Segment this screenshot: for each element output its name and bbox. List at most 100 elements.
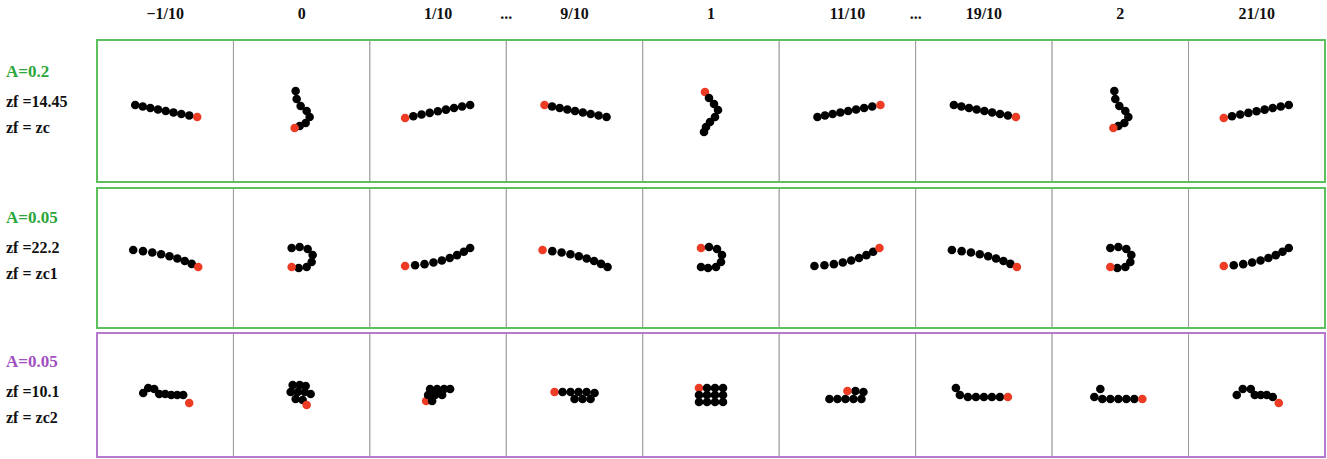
snapshot-panel	[779, 40, 915, 182]
amplitude-label: A=0.05	[6, 352, 58, 372]
bead	[1090, 393, 1099, 402]
end-bead	[1004, 393, 1013, 402]
bead	[967, 248, 976, 257]
bead	[1106, 395, 1115, 404]
bead	[131, 101, 140, 110]
bead	[844, 107, 853, 116]
bead	[972, 105, 981, 114]
bead	[177, 110, 186, 119]
bead	[602, 113, 611, 122]
bead	[1284, 101, 1293, 110]
end-bead	[1012, 113, 1021, 122]
bead	[1268, 104, 1277, 113]
bead	[847, 256, 856, 265]
bead	[965, 104, 974, 113]
bead	[1276, 102, 1285, 111]
bead	[1244, 109, 1253, 118]
snapshot-panel	[506, 40, 642, 182]
bead	[154, 105, 163, 114]
bead	[1098, 395, 1107, 404]
bead	[173, 254, 182, 263]
end-bead	[843, 387, 852, 396]
snapshot-panel	[1052, 333, 1188, 457]
bead	[1110, 87, 1119, 96]
chain-row	[97, 40, 1325, 182]
bead	[836, 108, 845, 117]
bead	[586, 110, 595, 119]
end-bead	[550, 388, 559, 397]
bead	[161, 107, 170, 116]
snapshot-panel	[779, 188, 915, 328]
end-bead	[697, 244, 706, 253]
time-label: 9/10	[560, 4, 588, 24]
bead	[839, 258, 848, 267]
bead	[868, 102, 877, 111]
bead	[411, 261, 420, 270]
bead	[566, 250, 575, 259]
snapshot-panel	[1052, 40, 1188, 182]
bead	[429, 258, 438, 267]
chain-row	[97, 188, 1325, 328]
end-bead	[1106, 263, 1115, 272]
bead	[972, 393, 981, 402]
bead	[179, 391, 188, 400]
end-bead	[538, 246, 547, 255]
bead	[1004, 111, 1013, 120]
end-bead	[1138, 395, 1147, 404]
snapshot-panel	[643, 188, 779, 328]
frequency-condition: zf = zc	[6, 118, 50, 138]
bead	[703, 398, 712, 407]
bead	[996, 110, 1005, 119]
snapshot-panel	[233, 188, 369, 328]
snapshot-panel	[1052, 188, 1188, 328]
bead	[1238, 385, 1247, 394]
bead	[1114, 243, 1123, 252]
bead	[558, 388, 567, 397]
bead	[450, 104, 459, 113]
bead	[855, 254, 864, 263]
bead	[1260, 105, 1269, 114]
bead	[1106, 244, 1115, 253]
end-bead	[401, 114, 410, 123]
snapshot-panel	[370, 333, 506, 457]
bead	[291, 87, 300, 96]
bead	[1236, 110, 1245, 119]
end-bead	[302, 401, 311, 410]
bead	[578, 395, 587, 404]
bead	[148, 248, 157, 257]
bead	[1248, 258, 1257, 267]
amplitude-label: A=0.05	[6, 208, 58, 228]
bead	[557, 248, 566, 257]
bead	[825, 395, 834, 404]
bead	[445, 254, 454, 263]
amplitude-label: A=0.2	[6, 62, 49, 82]
bead	[165, 252, 174, 261]
bead	[434, 107, 443, 116]
bead	[957, 102, 966, 111]
bead	[992, 254, 1001, 263]
bead	[841, 395, 850, 404]
bead	[555, 104, 564, 113]
snapshot-panel	[916, 188, 1052, 328]
bead	[964, 393, 973, 402]
bead	[466, 101, 475, 110]
end-bead	[185, 399, 194, 408]
bead	[563, 105, 572, 114]
snapshot-panel	[233, 40, 369, 182]
bead	[957, 247, 966, 256]
bead	[287, 244, 296, 253]
bead	[548, 102, 557, 111]
snapshot-panel	[643, 333, 779, 457]
bead	[548, 247, 557, 256]
bead	[1130, 395, 1139, 404]
chain-row	[97, 333, 1325, 457]
snapshot-panel	[370, 188, 506, 328]
bead	[852, 105, 861, 114]
time-label: 0	[298, 4, 306, 24]
snapshot-panel	[916, 333, 1052, 457]
bead	[146, 104, 155, 113]
bead	[700, 128, 709, 137]
bead	[425, 109, 434, 118]
bead	[988, 108, 997, 117]
